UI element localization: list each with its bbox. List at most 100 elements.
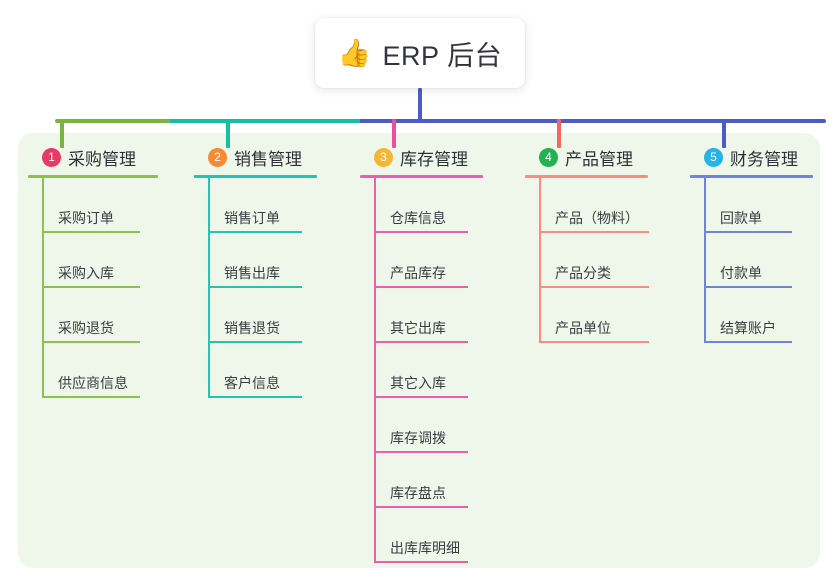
column-header-4[interactable]: 4 产品管理 (525, 145, 665, 169)
root-node[interactable]: 👍 ERP 后台 (315, 18, 525, 88)
column-title-1: 采购管理 (68, 149, 136, 169)
leaf-item[interactable]: 销售退货 (208, 288, 318, 343)
leaf-item[interactable]: 产品单位 (539, 288, 665, 343)
leaf-list-4: 产品（物料） 产品分类产品单位 (525, 178, 665, 343)
root-title: ERP 后台 (382, 40, 503, 71)
leaf-spine-2 (208, 178, 210, 398)
column-header-3[interactable]: 3 库存管理 (360, 145, 484, 169)
leaf-underline (704, 341, 792, 343)
leaf-item[interactable]: 产品分类 (539, 233, 665, 288)
leaf-item[interactable]: 其它入库 (374, 343, 484, 398)
leaf-underline (208, 396, 302, 398)
branch-column-4: 4 产品管理产品（物料） 产品分类产品单位 (525, 145, 665, 343)
column-title-2: 销售管理 (234, 149, 302, 169)
column-badge-5: 5 (704, 147, 723, 167)
leaf-underline (539, 231, 649, 233)
column-header-5[interactable]: 5 财务管理 (690, 145, 813, 169)
leaf-label: 仓库信息 (390, 210, 446, 226)
leaf-label: 结算账户 (720, 320, 776, 336)
column-title-3: 库存管理 (400, 149, 468, 169)
leaf-label: 销售订单 (224, 210, 280, 226)
leaf-item[interactable]: 其它出库 (374, 288, 484, 343)
leaf-underline (42, 286, 140, 288)
column-underline-3 (360, 175, 483, 178)
leaf-label: 产品单位 (555, 320, 611, 336)
leaf-underline (208, 341, 302, 343)
branch-column-5: 5 财务管理回款单付款单结算账户 (690, 145, 813, 343)
leaf-list-5: 回款单付款单结算账户 (690, 178, 813, 343)
leaf-label: 付款单 (720, 265, 762, 281)
leaf-underline (374, 341, 468, 343)
leaf-item[interactable]: 出库库明细 (374, 508, 484, 563)
root-stem-connector (418, 88, 422, 123)
branch-column-3: 3 库存管理仓库信息产品库存其它出库其它入库库存调拨库存盘点出库库明细 (360, 145, 484, 563)
leaf-item[interactable]: 采购入库 (42, 233, 158, 288)
column-drop-connector (557, 119, 561, 148)
leaf-item[interactable]: 产品库存 (374, 233, 484, 288)
leaf-label: 回款单 (720, 210, 762, 226)
connector-bar-segment (170, 119, 360, 123)
leaf-item[interactable]: 库存盘点 (374, 453, 484, 508)
connector-bar-segment (55, 119, 170, 123)
column-underline-2 (194, 175, 317, 178)
column-title-4: 产品管理 (565, 149, 633, 169)
leaf-label: 产品分类 (555, 265, 611, 281)
column-header-2[interactable]: 2 销售管理 (194, 145, 318, 169)
leaf-label: 产品库存 (390, 265, 446, 281)
leaf-label: 其它入库 (390, 375, 446, 391)
column-underline-5 (690, 175, 813, 178)
leaf-item[interactable]: 库存调拨 (374, 398, 484, 453)
column-badge-2: 2 (208, 147, 227, 167)
connector-bar-segment (360, 119, 826, 123)
leaf-underline (374, 561, 468, 563)
leaf-spine-5 (704, 178, 706, 343)
leaf-label: 销售出库 (224, 265, 280, 281)
leaf-underline (374, 286, 468, 288)
column-title-5: 财务管理 (730, 149, 798, 169)
leaf-item[interactable]: 结算账户 (704, 288, 813, 343)
leaf-label: 采购订单 (58, 210, 114, 226)
column-drop-connector (722, 119, 726, 148)
leaf-underline (374, 506, 468, 508)
leaf-underline (704, 231, 792, 233)
leaf-list-2: 销售订单销售出库销售退货客户信息 (194, 178, 318, 398)
column-badge-4: 4 (539, 147, 558, 167)
leaf-item[interactable]: 采购退货 (42, 288, 158, 343)
leaf-label: 产品（物料） (555, 210, 639, 226)
column-drop-connector (226, 119, 230, 148)
branch-column-2: 2 销售管理销售订单销售出库销售退货客户信息 (194, 145, 318, 398)
leaf-underline (374, 396, 468, 398)
leaf-underline (42, 341, 140, 343)
leaf-label: 库存盘点 (390, 485, 446, 501)
column-badge-3: 3 (374, 147, 393, 167)
leaf-item[interactable]: 产品（物料） (539, 178, 665, 233)
leaf-label: 库存调拨 (390, 430, 446, 446)
leaf-label: 采购入库 (58, 265, 114, 281)
leaf-item[interactable]: 销售订单 (208, 178, 318, 233)
column-drop-connector (392, 119, 396, 148)
leaf-list-1: 采购订单采购入库采购退货供应商信息 (28, 178, 158, 398)
leaf-underline (42, 231, 140, 233)
column-underline-4 (525, 175, 648, 178)
leaf-underline (208, 231, 302, 233)
leaf-item[interactable]: 客户信息 (208, 343, 318, 398)
leaf-underline (208, 286, 302, 288)
leaf-item[interactable]: 采购订单 (42, 178, 158, 233)
leaf-item[interactable]: 供应商信息 (42, 343, 158, 398)
leaf-underline (539, 341, 649, 343)
leaf-label: 供应商信息 (58, 375, 128, 391)
leaf-underline (539, 286, 649, 288)
leaf-underline (374, 231, 468, 233)
leaf-item[interactable]: 销售出库 (208, 233, 318, 288)
leaf-item[interactable]: 付款单 (704, 233, 813, 288)
leaf-spine-3 (374, 178, 376, 563)
leaf-item[interactable]: 仓库信息 (374, 178, 484, 233)
leaf-item[interactable]: 回款单 (704, 178, 813, 233)
leaf-spine-4 (539, 178, 541, 343)
leaf-label: 客户信息 (224, 375, 280, 391)
leaf-list-3: 仓库信息产品库存其它出库其它入库库存调拨库存盘点出库库明细 (360, 178, 484, 563)
leaf-label: 其它出库 (390, 320, 446, 336)
diagram-panel (18, 133, 820, 568)
